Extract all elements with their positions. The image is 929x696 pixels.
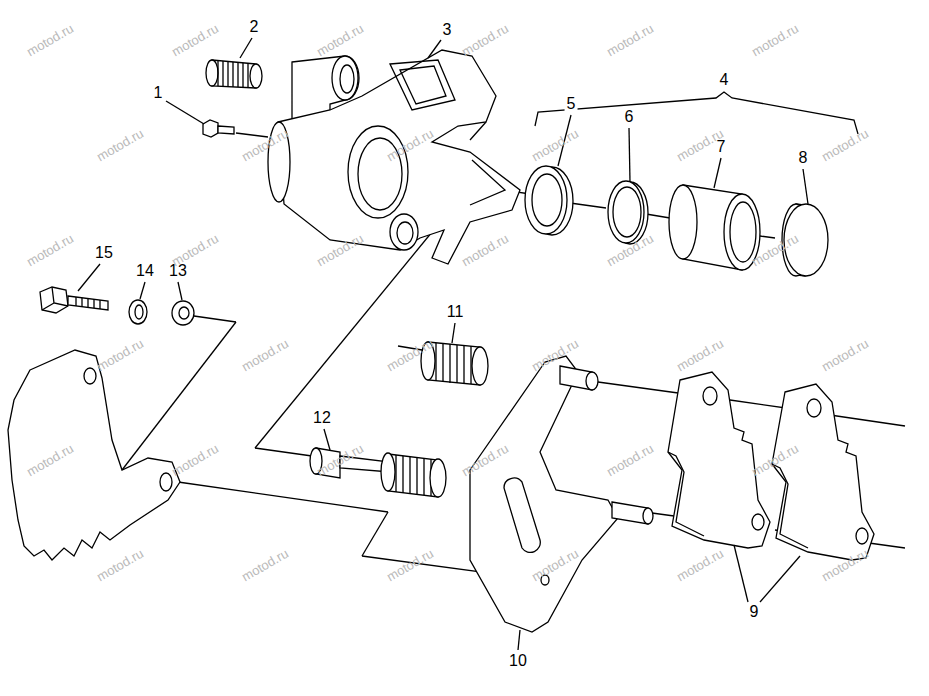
watermark: motod.ru bbox=[605, 22, 656, 59]
watermark: motod.ru bbox=[25, 442, 76, 479]
watermark: motod.ru bbox=[605, 232, 656, 269]
callout-number: 8 bbox=[797, 149, 810, 167]
watermark: motod.ru bbox=[315, 22, 366, 59]
mounting-bolt bbox=[40, 287, 108, 313]
callout-number: 9 bbox=[748, 603, 761, 621]
watermark: motod.ru bbox=[315, 442, 366, 479]
callout-number: 5 bbox=[565, 95, 578, 113]
callout-number: 2 bbox=[248, 18, 261, 36]
watermark: motod.ru bbox=[25, 22, 76, 59]
watermark: motod.ru bbox=[530, 127, 581, 164]
bleeder-screw bbox=[206, 60, 262, 88]
watermark: motod.ru bbox=[385, 127, 436, 164]
callout-number: 14 bbox=[134, 262, 156, 280]
watermark: motod.ru bbox=[460, 442, 511, 479]
washers bbox=[129, 300, 194, 325]
watermark: motod.ru bbox=[750, 22, 801, 59]
watermark: motod.ru bbox=[750, 232, 801, 269]
piston bbox=[669, 185, 760, 270]
watermark: motod.ru bbox=[750, 442, 801, 479]
watermark: motod.ru bbox=[385, 337, 436, 374]
watermark: motod.ru bbox=[675, 337, 726, 374]
brake-pads bbox=[668, 372, 874, 560]
watermark: motod.ru bbox=[820, 547, 871, 584]
watermark: motod.ru bbox=[95, 337, 146, 374]
caliper-bracket bbox=[470, 356, 653, 632]
watermark: motod.ru bbox=[240, 127, 291, 164]
leader-lines bbox=[78, 38, 808, 650]
watermark: motod.ru bbox=[460, 232, 511, 269]
callout-number: 12 bbox=[311, 409, 333, 427]
bleed-nipple bbox=[203, 120, 234, 137]
group-bracket bbox=[535, 92, 858, 134]
watermark: motod.ru bbox=[605, 442, 656, 479]
watermark: motod.ru bbox=[240, 337, 291, 374]
watermark: motod.ru bbox=[170, 232, 221, 269]
watermark: motod.ru bbox=[385, 547, 436, 584]
caliper-body bbox=[268, 50, 520, 264]
callout-number: 15 bbox=[93, 244, 115, 262]
callout-number: 11 bbox=[445, 303, 466, 321]
watermark: motod.ru bbox=[170, 22, 221, 59]
watermark: motod.ru bbox=[95, 127, 146, 164]
watermark: motod.ru bbox=[315, 232, 366, 269]
watermark: motod.ru bbox=[530, 547, 581, 584]
watermark: motod.ru bbox=[820, 127, 871, 164]
watermark: motod.ru bbox=[675, 547, 726, 584]
callout-number: 4 bbox=[718, 71, 731, 89]
mounting-bracket bbox=[8, 350, 180, 560]
watermark: motod.ru bbox=[820, 337, 871, 374]
watermark: motod.ru bbox=[240, 547, 291, 584]
callout-number: 3 bbox=[441, 21, 454, 39]
watermark: motod.ru bbox=[95, 547, 146, 584]
watermark: motod.ru bbox=[25, 232, 76, 269]
watermark: motod.ru bbox=[170, 442, 221, 479]
callout-number: 1 bbox=[152, 84, 165, 102]
callout-number: 10 bbox=[507, 652, 529, 670]
watermark: motod.ru bbox=[530, 337, 581, 374]
callout-number: 6 bbox=[623, 108, 636, 126]
watermark: motod.ru bbox=[460, 22, 511, 59]
